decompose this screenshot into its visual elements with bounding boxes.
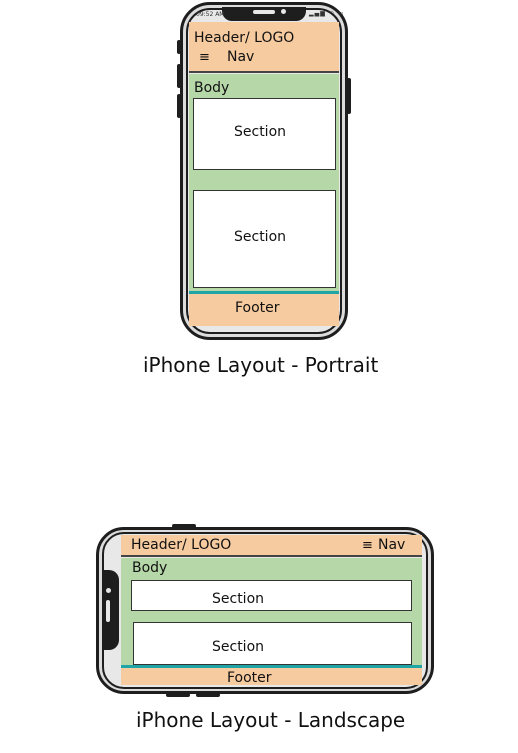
portrait-status-time: 09:52 AM: [196, 11, 225, 18]
landscape-header: [121, 535, 422, 557]
landscape-volume-up: [196, 693, 220, 697]
landscape-power-button: [172, 524, 196, 528]
landscape-section-1-label: Section: [212, 591, 265, 607]
landscape-body-label: Body: [132, 560, 168, 576]
portrait-speaker: [253, 10, 275, 14]
landscape-section-2: [133, 622, 412, 665]
landscape-divider: [121, 665, 422, 668]
portrait-camera: [281, 9, 286, 14]
landscape-speaker: [106, 600, 110, 622]
portrait-silent-switch: [177, 40, 181, 54]
portrait-caption: iPhone Layout - Portrait: [143, 353, 379, 377]
portrait-power-button: [347, 78, 351, 114]
portrait-body-label: Body: [194, 80, 230, 96]
landscape-header-label: Header/ LOGO: [131, 537, 232, 553]
landscape-footer: [121, 668, 422, 685]
landscape-footer-label: Footer: [227, 670, 272, 686]
portrait-footer-label: Footer: [235, 300, 280, 316]
landscape-nav-menu-icon[interactable]: ≡: [362, 538, 373, 553]
portrait-footer: [189, 294, 339, 326]
portrait-divider: [189, 291, 339, 294]
portrait-nav-menu-icon[interactable]: ≡: [199, 50, 210, 65]
landscape-volume-down: [166, 693, 190, 697]
landscape-section-1: [131, 580, 412, 611]
landscape-nav-label[interactable]: Nav: [378, 537, 406, 553]
portrait-volume-down: [177, 94, 181, 118]
portrait-status-icons: ▂▄▆ ◠ ▭: [309, 10, 345, 17]
portrait-volume-up: [177, 64, 181, 88]
landscape-caption: iPhone Layout - Landscape: [136, 708, 406, 732]
portrait-section-1-label: Section: [234, 124, 287, 140]
portrait-section-2: [193, 190, 336, 288]
landscape-section-2-label: Section: [212, 639, 265, 655]
landscape-camera: [106, 588, 111, 593]
portrait-header: [189, 22, 339, 73]
portrait-nav-label[interactable]: Nav: [227, 49, 255, 65]
portrait-section-2-label: Section: [234, 229, 287, 245]
portrait-header-label: Header/ LOGO: [194, 30, 295, 46]
portrait-section-1: [193, 98, 336, 170]
